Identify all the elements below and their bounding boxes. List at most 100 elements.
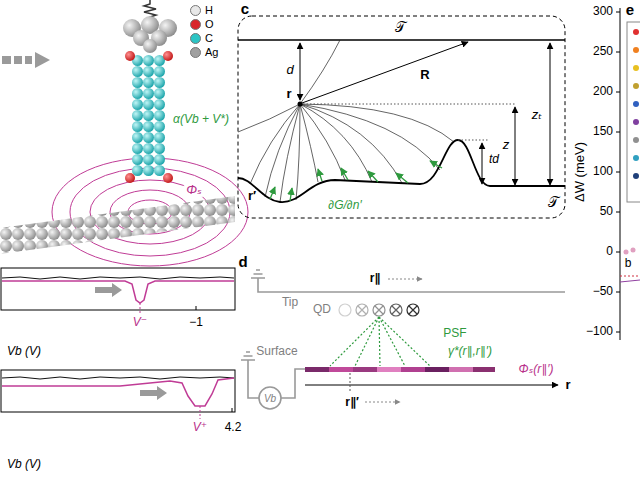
psf-formula: γ*(r∥,r∥′) xyxy=(448,345,492,358)
electrode-label: Surface xyxy=(256,345,297,358)
point-label: r′ xyxy=(248,189,256,203)
surface-circuit xyxy=(241,352,305,409)
tick-label: 200 xyxy=(593,85,613,98)
tip-atoms xyxy=(123,16,177,53)
tick-label: 100 xyxy=(593,165,613,178)
derivative-label: ∂G/∂n′ xyxy=(328,199,361,212)
quantum-dot xyxy=(339,304,351,316)
fit-line xyxy=(620,276,640,277)
tick-label: 250 xyxy=(593,45,613,58)
boundary-symbol: 𝒯 xyxy=(548,195,559,210)
quantum-dot xyxy=(407,304,419,316)
series-marker xyxy=(633,119,639,125)
tick-label: −100 xyxy=(586,325,613,338)
sensor-label: QD xyxy=(313,303,331,316)
fit-line xyxy=(620,280,640,282)
arrow-dash xyxy=(14,56,22,64)
tip-circuit xyxy=(251,270,565,292)
atom-legend-entry: Ag xyxy=(190,46,218,58)
series-marker xyxy=(633,173,639,179)
panel-letter: d xyxy=(238,254,247,271)
axis-title: Vb (V) xyxy=(7,345,41,358)
signal-trace xyxy=(2,281,234,303)
series-marker xyxy=(633,29,639,35)
carbon-atoms xyxy=(132,55,165,176)
position-label: r∥ xyxy=(370,272,381,285)
height-label: z xyxy=(503,138,510,152)
position-axis xyxy=(305,385,558,386)
oxygen-atom xyxy=(125,173,135,183)
axis-title: ΔW (meV) xyxy=(573,142,587,202)
guide-line xyxy=(303,104,515,105)
tip-plane xyxy=(238,39,565,41)
series-marker xyxy=(633,101,639,107)
arrow-dash xyxy=(2,56,11,64)
point-spread-lines xyxy=(330,317,430,366)
normal-arrow xyxy=(270,187,275,199)
psf-line xyxy=(330,317,379,366)
normal-arrow xyxy=(368,171,378,182)
psf-line xyxy=(379,317,430,366)
atom-swatch xyxy=(190,47,201,58)
psf-line xyxy=(379,317,405,366)
atom-legend-entry: O xyxy=(190,18,214,30)
field-line xyxy=(300,104,440,170)
atom-name: Ag xyxy=(205,46,218,58)
field-line xyxy=(300,104,372,182)
series-marker xyxy=(633,47,639,53)
surface-potential-bar xyxy=(305,367,495,372)
atom-name: O xyxy=(205,18,214,30)
point-label: r xyxy=(286,87,291,101)
y-ticks xyxy=(616,12,620,332)
molecule xyxy=(125,51,173,183)
normal-arrow xyxy=(396,173,408,183)
field-line xyxy=(300,104,454,142)
boundary-symbol: 𝒯 xyxy=(395,20,406,35)
reference-trace xyxy=(2,277,234,279)
field-line xyxy=(300,104,345,180)
distance-label: d xyxy=(286,63,293,77)
vector-label: R xyxy=(420,68,429,82)
quantum-dot xyxy=(356,304,368,316)
voltage-marker: V⁻ xyxy=(133,316,147,329)
series-legend-box xyxy=(627,22,640,202)
field-lines xyxy=(238,40,454,202)
quantum-dot xyxy=(373,304,385,316)
series-markers xyxy=(633,29,639,179)
signal-trace xyxy=(2,378,234,406)
field-line xyxy=(238,104,300,132)
defect-height-arrow xyxy=(482,143,483,184)
atom-name: C xyxy=(205,32,213,44)
arrow-head xyxy=(35,52,50,68)
surface-wire xyxy=(248,360,259,398)
potential-segment xyxy=(377,367,401,372)
dip-marker xyxy=(140,303,141,315)
normal-arrow xyxy=(341,168,348,180)
scan-direction-arrow xyxy=(388,279,422,280)
defect-height-label: td xyxy=(489,153,499,166)
reference-trace xyxy=(2,377,234,379)
atom-name: H xyxy=(205,4,213,16)
series-marker xyxy=(633,137,639,143)
voltage-label: α(Vb + V*) xyxy=(171,113,231,126)
oxygen-atom xyxy=(163,51,173,61)
psf-line xyxy=(355,317,379,366)
ground-symbol xyxy=(241,352,255,360)
atom-legend-entry: C xyxy=(190,32,213,44)
series-marker xyxy=(633,155,639,161)
surface-wire xyxy=(281,369,305,398)
oxygen-atom xyxy=(163,173,173,183)
distance-arrow xyxy=(300,43,301,100)
scan-arrow xyxy=(2,52,50,68)
potential-segment xyxy=(329,367,353,372)
data-point xyxy=(631,248,636,253)
guide-line xyxy=(458,140,488,141)
series-marker xyxy=(633,65,639,71)
scan-direction-arrow xyxy=(365,402,400,403)
field-line xyxy=(280,104,300,202)
panel-letter: e xyxy=(626,2,634,19)
atom-swatch xyxy=(190,33,201,44)
potential-segment xyxy=(449,367,473,372)
